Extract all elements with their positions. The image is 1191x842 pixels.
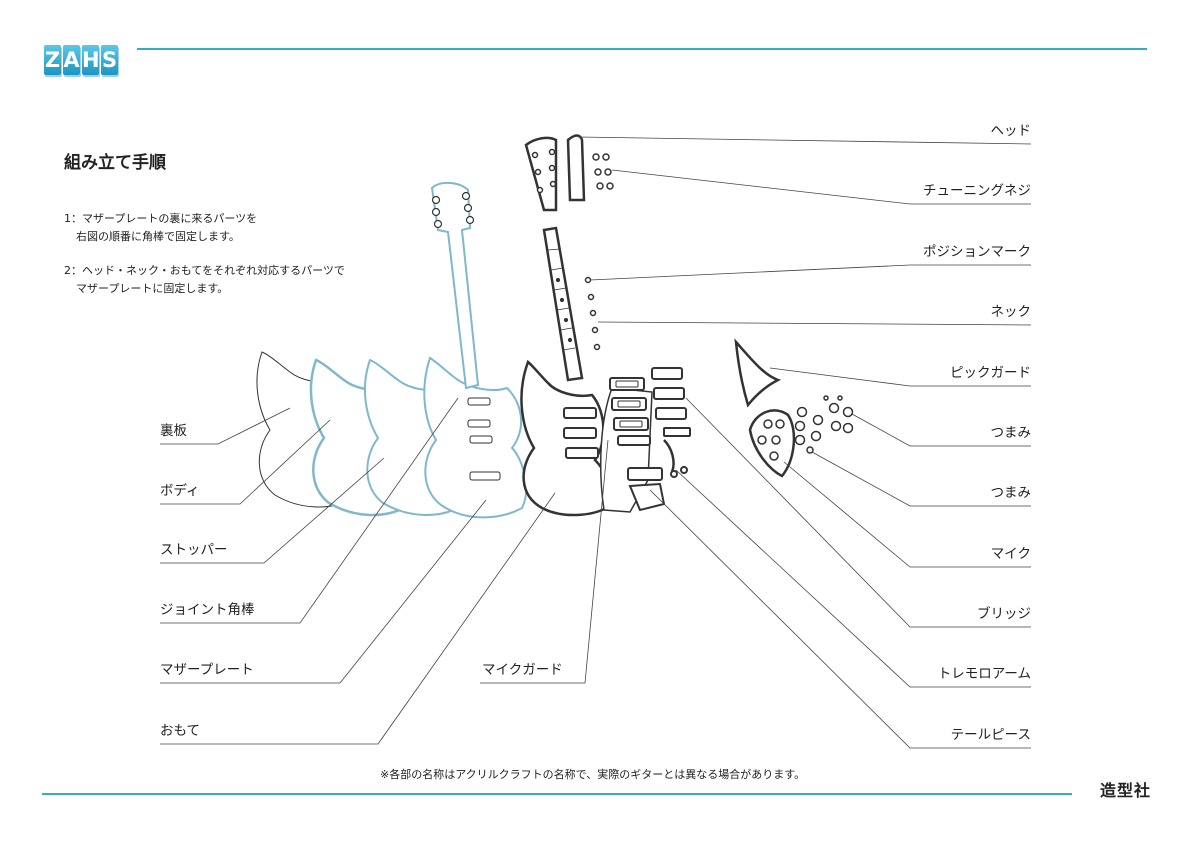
step-1-line1: 1：マザープレートの裏に来るパーツを — [64, 212, 258, 225]
label-knob-1: つまみ — [990, 425, 1032, 441]
tuning-pegs — [592, 153, 614, 190]
label-mic-guard: マイクガード — [482, 662, 563, 678]
label-bridge: ブリッジ — [977, 606, 1031, 622]
step-1-line2: 右図の順番に角棒で固定します。 — [76, 230, 240, 243]
assembled-neck — [430, 182, 480, 390]
control-knobs — [748, 395, 854, 478]
exploded-head — [524, 134, 586, 212]
logo-letter: H — [82, 45, 100, 75]
header-rule — [137, 48, 1147, 50]
step-2: 2：ヘッド・ネック・おもてをそれぞれ対応するパーツで マザープレートに固定します… — [64, 262, 345, 298]
label-pickguard: ピックガード — [950, 365, 1031, 381]
label-stopper: ストッパー — [160, 542, 228, 558]
leader-lines — [160, 136, 1032, 749]
label-joint-bar: ジョイント角棒 — [160, 602, 255, 618]
plate-slots — [467, 397, 599, 481]
label-tuning-screws: チューニングネジ — [923, 183, 1031, 199]
step-2-line2: マザープレートに固定します。 — [76, 282, 229, 295]
hardware — [609, 367, 691, 512]
label-position-mark: ポジションマーク — [923, 244, 1031, 260]
step-2-line1: 2：ヘッド・ネック・おもてをそれぞれ対応するパーツで — [64, 264, 345, 277]
step-1: 1：マザープレートの裏に来るパーツを 右図の順番に角棒で固定します。 — [64, 210, 257, 246]
label-mic: マイク — [990, 546, 1031, 562]
label-mother-plate: マザープレート — [160, 662, 254, 678]
label-head: ヘッド — [990, 123, 1032, 139]
page-title: 組み立て手順 — [64, 153, 166, 173]
footnote: ※各部の名称はアクリルクラフトの名称で、実際のギターとは異なる場合があります。 — [380, 768, 806, 781]
brand-logo: 造型社 — [1099, 781, 1151, 800]
label-neck: ネック — [990, 304, 1032, 320]
position-marks — [584, 276, 601, 351]
logo-letter: Z — [44, 45, 61, 75]
label-tailpiece: テールピース — [950, 727, 1031, 743]
label-tremolo-arm: トレモロアーム — [937, 666, 1031, 682]
label-top-plate: おもて — [160, 723, 200, 739]
logo-letter: A — [63, 45, 80, 75]
logo-letter: S — [101, 45, 118, 75]
label-knob-2: つまみ — [990, 485, 1032, 501]
footer-rule — [42, 793, 1072, 795]
zahs-logo: Z A H S — [44, 45, 122, 79]
pick-guard-shape — [734, 338, 782, 408]
body-layers — [256, 351, 613, 519]
exploded-neck — [542, 226, 584, 382]
label-body: ボディ — [160, 483, 200, 499]
label-back-plate: 裏板 — [160, 423, 187, 439]
